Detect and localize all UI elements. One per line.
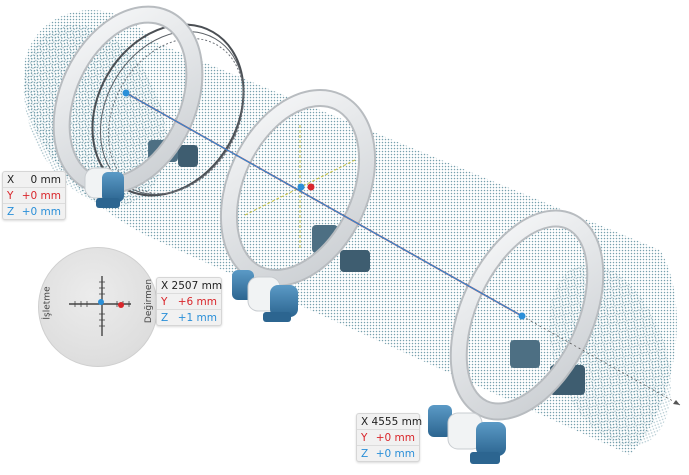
readout-start-z: Z +0 mm [3,204,65,219]
laser-ring-4 [449,209,605,421]
readout-end-z: Z +0 mm [357,446,419,461]
gauge-crosshair [69,276,131,336]
value-y: +0 mm [21,189,61,202]
measure-point-end[interactable] [518,312,526,320]
readout-middle: X 2507 mm Y +6 mm Z +1 mm [156,277,222,326]
value-x: 0 mm [30,173,61,186]
gauge-label-left: İşletme [42,286,53,320]
axis-label-z: Z [7,205,15,218]
value-z: +0 mm [21,205,61,218]
laser-unit-3 [428,405,506,464]
measure-point-middle-blue[interactable] [297,183,305,191]
laser-unit-1 [84,167,124,208]
laser-ring-3 [219,89,377,287]
gauge-label-right: Değirmen [144,278,155,324]
axis-extension [521,315,681,406]
readout-start-y: Y +0 mm [3,188,65,204]
readout-middle-x: X 2507 mm [157,278,223,294]
readout-end-x: X 4555 mm [357,414,423,430]
measure-point-start[interactable] [122,89,130,97]
axis-label-z: Z [161,311,169,324]
measure-point-middle-red[interactable] [307,183,315,191]
readout-middle-y: Y +6 mm [157,294,221,310]
axis-label-z: Z [361,447,369,460]
alignment-gauge: İşletme Değirmen [38,247,158,367]
axis-arrow-icon [673,400,680,405]
axis-label-y: Y [161,295,168,308]
readout-end: X 4555 mm Y +0 mm Z +0 mm [356,413,423,462]
value-x: X 2507 mm [161,279,223,292]
blue-centerline [125,92,523,317]
readout-middle-z: Z +1 mm [157,310,221,325]
value-y: +0 mm [375,431,415,444]
value-z: +1 mm [177,311,217,324]
value-z: +0 mm [375,447,415,460]
value-x: X 4555 mm [361,415,423,428]
laser-unit-2 [232,270,298,322]
axis-label-y: Y [7,189,14,202]
readout-start-x: X 0 mm [3,172,65,188]
axis-label-y: Y [361,431,368,444]
axis-label-x: X [7,173,15,186]
gauge-point-blue [98,299,104,305]
value-y: +6 mm [177,295,217,308]
gauge-point-red [118,302,124,308]
readout-start: X 0 mm Y +0 mm Z +0 mm [2,171,66,220]
readout-end-y: Y +0 mm [357,430,419,446]
